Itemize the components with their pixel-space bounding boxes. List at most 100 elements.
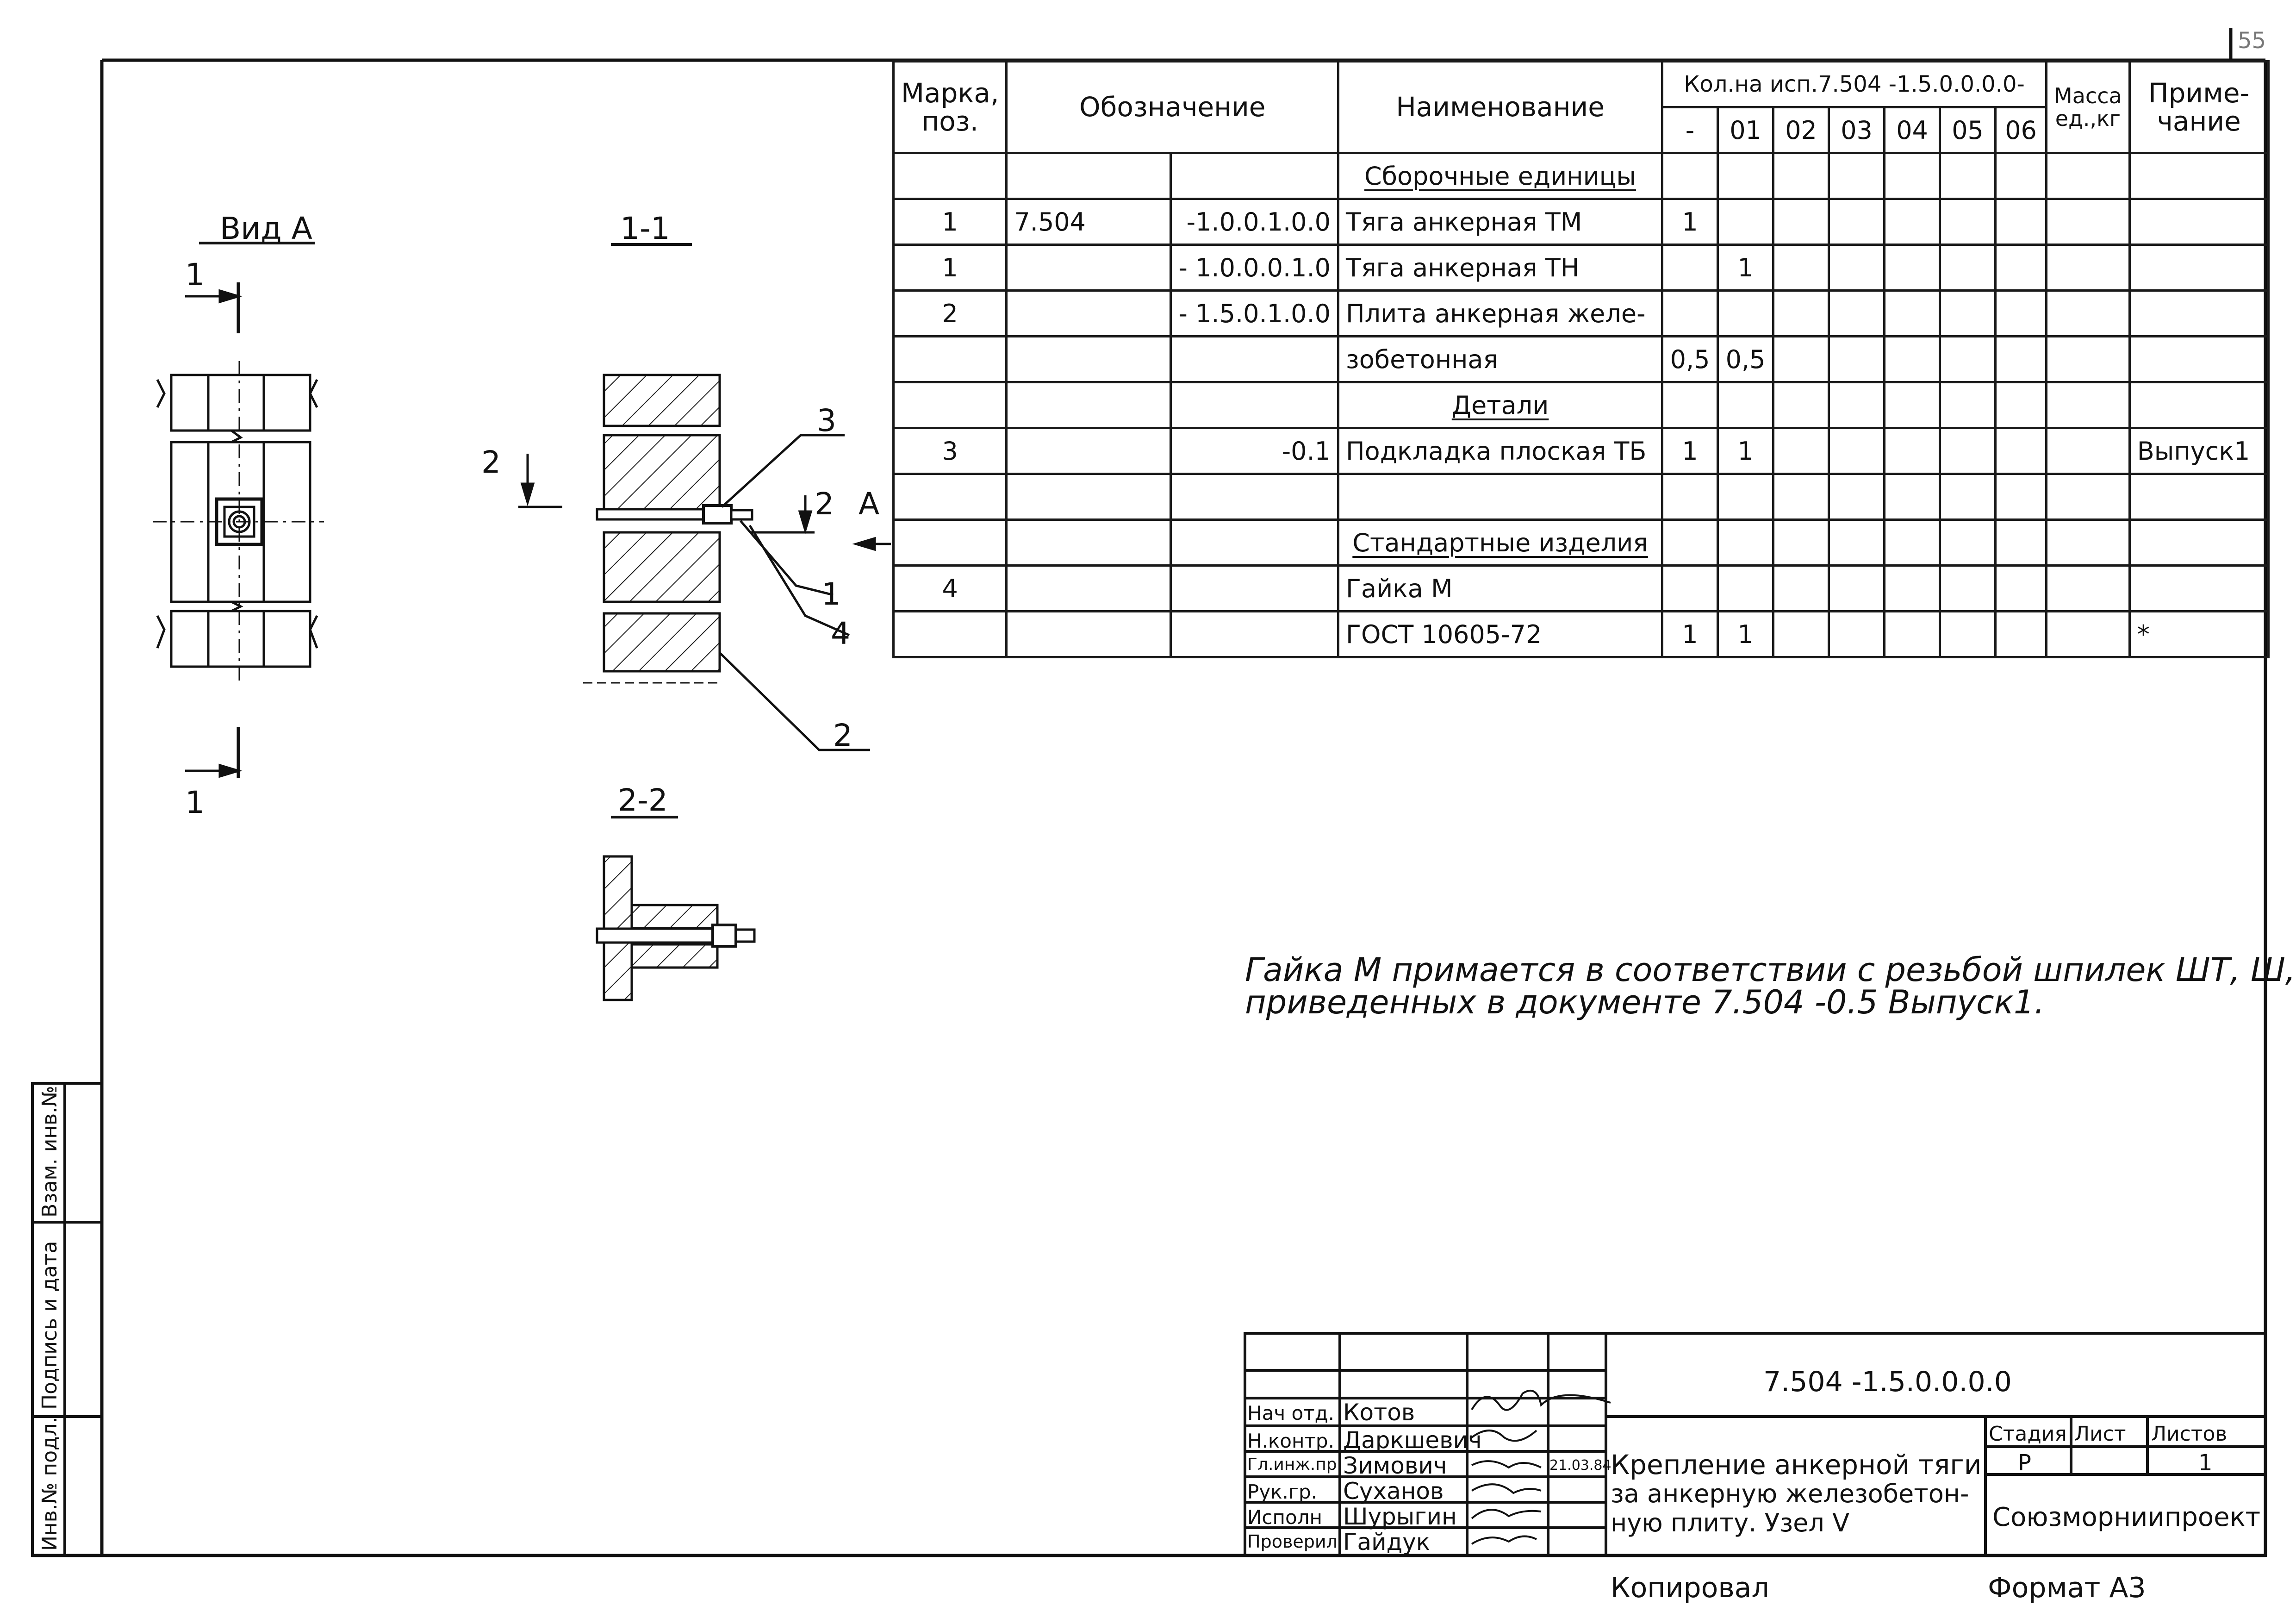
tb-organization: Союзморниипроект bbox=[1992, 1502, 2261, 1532]
cell-prim bbox=[2128, 152, 2270, 200]
cell-code: -0.1 bbox=[1170, 427, 1340, 475]
cell-doc bbox=[1005, 152, 1172, 200]
cell-code bbox=[1170, 564, 1340, 612]
cell-empty bbox=[1994, 244, 2048, 292]
tb-sheets: 1 bbox=[2198, 1450, 2213, 1476]
cell-q1 bbox=[1717, 289, 1775, 337]
cell-empty bbox=[1994, 610, 2048, 658]
general-note: Гайка М примается в соответствии с резьб… bbox=[1245, 954, 2296, 1018]
cell-empty bbox=[1828, 198, 1886, 246]
cell-empty bbox=[1772, 152, 1830, 200]
cell-doc bbox=[1005, 518, 1172, 567]
cell-q1 bbox=[1717, 198, 1775, 246]
cell-name: Стандартные изделия bbox=[1337, 518, 1664, 567]
cell-mark bbox=[892, 518, 1008, 567]
tb-role-2: Гл.инж.пр. bbox=[1247, 1455, 1343, 1474]
cell-empty bbox=[2045, 427, 2131, 475]
tb-role-0: Нач отд. bbox=[1247, 1402, 1335, 1424]
cell-code bbox=[1170, 518, 1340, 567]
cell-mark bbox=[892, 152, 1008, 200]
cell-q0: 1 bbox=[1661, 427, 1719, 475]
tb-stage: Р bbox=[2018, 1450, 2031, 1476]
cell-empty bbox=[1828, 244, 1886, 292]
cell-prim: * bbox=[2128, 610, 2270, 658]
cell-empty bbox=[1772, 335, 1830, 383]
cell-empty bbox=[2045, 198, 2131, 246]
cell-doc bbox=[1005, 473, 1172, 521]
section-2-2-drawing bbox=[596, 816, 756, 1001]
cell-mark bbox=[892, 473, 1008, 521]
cell-mark: 4 bbox=[892, 564, 1008, 612]
cell-prim: Выпуск1 bbox=[2128, 427, 2270, 475]
footer-format: Формат А3 bbox=[1988, 1572, 2146, 1604]
cell-empty bbox=[1883, 152, 1941, 200]
cell-q1 bbox=[1717, 381, 1775, 429]
cell-code bbox=[1170, 381, 1340, 429]
cell-name bbox=[1337, 473, 1664, 521]
cell-doc bbox=[1005, 427, 1172, 475]
tb-name-2: Зимович bbox=[1343, 1452, 1447, 1479]
tb-role-5: Проверил bbox=[1247, 1531, 1338, 1552]
leader-label-1: 1 bbox=[821, 576, 841, 612]
header-mark: Марка, поз. bbox=[892, 60, 1008, 154]
section-1-1-label: 1-1 bbox=[620, 211, 670, 246]
cell-mark: 1 bbox=[892, 244, 1008, 292]
cell-empty bbox=[1772, 427, 1830, 475]
cell-code: -1.0.0.1.0.0 bbox=[1170, 198, 1340, 246]
variant-col: 06 bbox=[1994, 106, 2048, 154]
leader-label-2: 2 bbox=[833, 718, 852, 753]
cell-doc bbox=[1005, 610, 1172, 658]
side-sign-date: Подпись и дата bbox=[38, 1241, 62, 1410]
tb-name-3: Суханов bbox=[1343, 1478, 1444, 1505]
cell-empty bbox=[1939, 152, 1997, 200]
cell-empty bbox=[2045, 564, 2131, 612]
cell-q1: 1 bbox=[1717, 610, 1775, 658]
cell-q0: 1 bbox=[1661, 610, 1719, 658]
variant-col: 04 bbox=[1883, 106, 1941, 154]
cell-q1: 1 bbox=[1717, 244, 1775, 292]
tb-name-4: Шурыгин bbox=[1343, 1503, 1457, 1530]
tb-doc-number: 7.504 -1.5.0.0.0.0 bbox=[1763, 1366, 2012, 1398]
cut-mark-2-left: 2 bbox=[481, 444, 501, 480]
cut-mark-1-top: 1 bbox=[185, 257, 205, 293]
tb-name-5: Гайдук bbox=[1343, 1529, 1430, 1555]
cell-empty bbox=[1772, 610, 1830, 658]
arrow-a-label: А bbox=[859, 486, 880, 522]
cell-empty bbox=[1994, 198, 2048, 246]
cell-empty bbox=[1883, 564, 1941, 612]
cell-empty bbox=[1939, 289, 1997, 337]
header-name: Наименование bbox=[1337, 60, 1664, 154]
cell-prim bbox=[2128, 564, 2270, 612]
cell-empty bbox=[1994, 518, 2048, 567]
side-inv-podl: Инв.№ подл. bbox=[38, 1417, 62, 1551]
note-line-2: приведенных в документе 7.504 -0.5 Выпус… bbox=[1245, 983, 2045, 1021]
cell-empty bbox=[2045, 152, 2131, 200]
cell-q0 bbox=[1661, 473, 1719, 521]
cell-code bbox=[1170, 335, 1340, 383]
cell-mark bbox=[892, 610, 1008, 658]
cell-empty bbox=[1939, 335, 1997, 383]
cell-empty bbox=[1828, 152, 1886, 200]
cell-empty bbox=[1772, 198, 1830, 246]
cell-empty bbox=[2045, 244, 2131, 292]
cell-q0 bbox=[1661, 518, 1719, 567]
cell-q1 bbox=[1717, 473, 1775, 521]
cell-empty bbox=[1994, 335, 2048, 383]
cell-mark: 2 bbox=[892, 289, 1008, 337]
cell-empty bbox=[1994, 427, 2048, 475]
cell-q1: 0,5 bbox=[1717, 335, 1775, 383]
cell-empty bbox=[1828, 564, 1886, 612]
cell-q1 bbox=[1717, 518, 1775, 567]
tb-sheet-label: Лист bbox=[2074, 1422, 2126, 1446]
cell-q1 bbox=[1717, 564, 1775, 612]
cell-empty bbox=[1939, 518, 1997, 567]
cell-name: Плита анкерная желе- bbox=[1337, 289, 1664, 337]
cell-empty bbox=[1939, 473, 1997, 521]
